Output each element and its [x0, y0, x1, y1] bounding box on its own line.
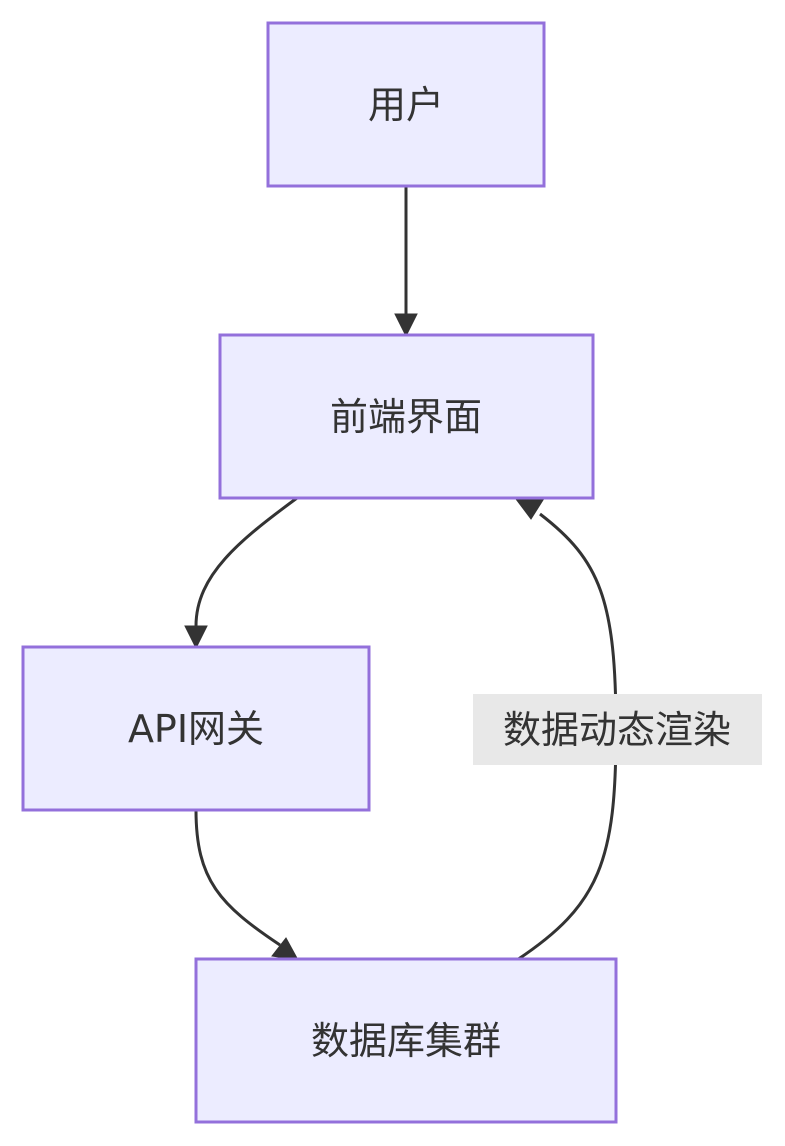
edge-user-to-frontend — [394, 187, 418, 338]
node-box — [218, 333, 595, 500]
edge-line — [194, 496, 298, 627]
arrowhead-icon — [514, 498, 544, 520]
edge-label-group: 数据动态渲染 — [473, 694, 762, 765]
node-gateway[interactable]: API网关 — [21, 645, 371, 812]
arrowhead-icon — [184, 625, 208, 650]
edge-label-background — [473, 694, 762, 765]
node-label: 数据库集群 — [311, 1019, 501, 1063]
edge-frontend-to-gateway — [184, 496, 298, 650]
edge-line — [194, 809, 281, 947]
node-label: 前端界面 — [330, 395, 482, 439]
node-user[interactable]: 用户 — [266, 21, 546, 188]
node-box — [266, 21, 546, 188]
node-label: API网关 — [128, 707, 264, 751]
edge-label-data-render: 数据动态渲染 — [503, 708, 731, 752]
node-frontend[interactable]: 前端界面 — [218, 333, 595, 500]
node-box — [194, 957, 618, 1124]
arrowhead-icon — [394, 313, 418, 338]
edge-gateway-to-database — [194, 809, 299, 961]
node-label: 用户 — [368, 83, 444, 127]
node-box — [21, 645, 371, 812]
node-database[interactable]: 数据库集群 — [194, 957, 618, 1124]
